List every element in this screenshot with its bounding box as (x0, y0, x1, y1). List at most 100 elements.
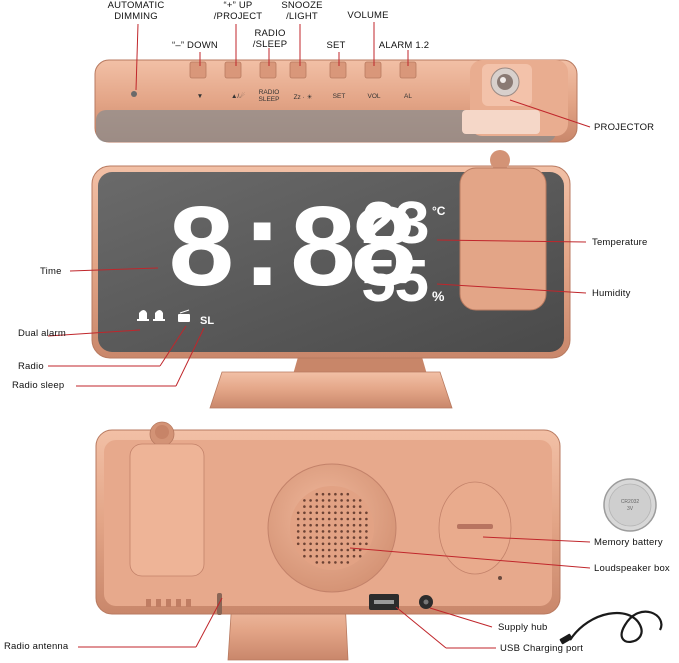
temperature-display: 23 (360, 191, 430, 262)
speaker-hole (303, 499, 306, 502)
set-button-text: SET (333, 93, 346, 100)
speaker-hole (334, 505, 337, 508)
speaker-hole (334, 561, 337, 564)
light-sensor-icon (131, 91, 137, 97)
speaker-hole (315, 511, 319, 515)
speaker-hole (321, 542, 325, 546)
speaker-hole (352, 499, 356, 502)
speaker-hole (315, 548, 319, 552)
speaker-hole (346, 542, 350, 546)
svg-text:3V: 3V (627, 506, 634, 512)
speaker-hole (340, 548, 343, 552)
speaker-hole (340, 561, 343, 564)
speaker-hole (303, 548, 306, 552)
speaker-hole (334, 548, 337, 552)
back-view-clock (95, 421, 561, 661)
speaker-hole (340, 499, 343, 502)
snooze-button-text: Zz · ☀ (294, 93, 313, 101)
speaker-hole (340, 511, 343, 515)
speaker-hole (358, 511, 362, 515)
speaker-hole (346, 554, 350, 558)
speaker-hole (309, 542, 312, 546)
speaker-hole (327, 511, 331, 515)
speaker-hole (358, 499, 362, 502)
speaker-hole (334, 523, 337, 527)
speaker-hole (303, 523, 306, 527)
label-snooze-light: SNOOZE /LIGHT (281, 0, 323, 22)
speaker-hole (321, 511, 325, 515)
speaker-hole (352, 505, 356, 508)
speaker-hole (352, 511, 356, 515)
label-usb-charging-port: USB Charging port (500, 643, 584, 654)
top-view-clock (94, 59, 578, 143)
speaker-hole (321, 554, 325, 558)
speaker-hole (309, 505, 312, 508)
speaker-hole (365, 511, 368, 515)
speaker-hole (352, 542, 356, 546)
speaker-hole (340, 542, 343, 546)
speaker-hole (334, 530, 337, 533)
speaker-hole (303, 511, 306, 515)
speaker-hole (315, 536, 319, 539)
speaker-hole (346, 536, 350, 539)
sleep-indicator: SL (200, 315, 214, 327)
speaker-hole (365, 536, 368, 539)
label-set: SET (326, 40, 346, 51)
label-radio-sleep: RADIO /SLEEP (252, 28, 288, 50)
speaker-hole (352, 523, 356, 527)
speaker-hole (303, 542, 306, 546)
speaker-hole (321, 505, 325, 508)
speaker-hole (352, 530, 356, 533)
speaker-hole (352, 554, 356, 558)
humidity-display: 55 (360, 249, 430, 320)
label-volume: VOLUME (347, 10, 389, 21)
speaker-hole (365, 542, 368, 546)
speaker-hole (358, 505, 362, 508)
speaker-hole (365, 517, 368, 521)
speaker-hole (303, 505, 306, 508)
speaker-hole (303, 530, 306, 533)
speaker-hole (346, 523, 350, 527)
speaker-hole (309, 554, 312, 558)
speaker-hole (327, 505, 331, 508)
speaker-hole (365, 530, 368, 533)
speaker-hole (327, 536, 331, 539)
speaker-hole (327, 499, 331, 502)
speaker-hole (321, 492, 325, 496)
speaker-hole (321, 499, 325, 502)
label-alarm: ALARM 1.2 (378, 40, 430, 51)
speaker-hole (296, 511, 300, 515)
speaker-hole (340, 554, 343, 558)
speaker-hole (296, 517, 300, 521)
speaker-hole (321, 517, 325, 521)
svg-text:CR2032: CR2032 (621, 499, 640, 505)
speaker-hole (346, 530, 350, 533)
speaker-hole (321, 561, 325, 564)
speaker-hole (321, 548, 325, 552)
temperature-unit: °C (432, 204, 446, 218)
speaker-hole (358, 523, 362, 527)
speaker-hole (315, 505, 319, 508)
speaker-hole (327, 523, 331, 527)
speaker-hole (346, 548, 350, 552)
time-display: 8:88 (166, 188, 419, 321)
speaker-grille (296, 492, 368, 564)
speaker-hole (321, 530, 325, 533)
speaker-hole (334, 511, 337, 515)
speaker-hole (340, 523, 343, 527)
speaker-hole (334, 554, 337, 558)
speaker-hole (340, 536, 343, 539)
front-view-clock (91, 150, 571, 409)
label-humidity: Humidity (592, 288, 631, 299)
label-supply-hub: Supply hub (498, 622, 548, 633)
speaker-hole (334, 492, 337, 496)
speaker-hole (346, 492, 350, 496)
speaker-hole (303, 517, 306, 521)
speaker-hole (340, 492, 343, 496)
speaker-hole (340, 530, 343, 533)
speaker-hole (358, 517, 362, 521)
label-radio-antenna: Radio antenna (4, 641, 69, 652)
label-temperature: Temperature (592, 237, 648, 248)
speaker-hole (321, 536, 325, 539)
speaker-hole (315, 499, 319, 502)
